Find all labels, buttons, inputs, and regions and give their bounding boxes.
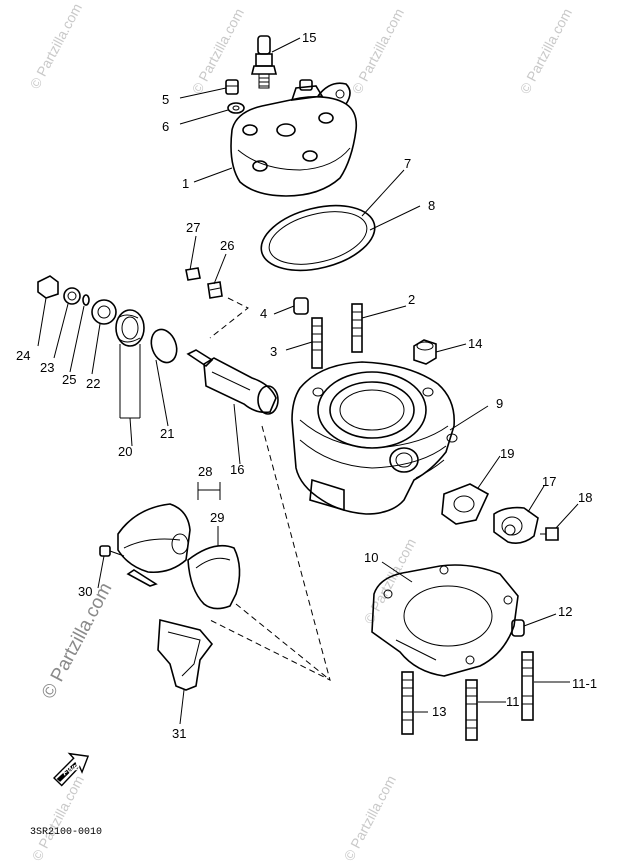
washer-6: [227, 102, 245, 114]
watermark-bottom-mid: © Partzilla.com: [341, 773, 399, 864]
label-15: 15: [302, 30, 316, 45]
sleeve-4: [293, 297, 309, 315]
fitting-26: [207, 281, 223, 299]
label-14: 14: [468, 336, 482, 351]
cap-bolt-5: [225, 79, 239, 95]
dowel-12: [511, 619, 525, 637]
bolt-30: [99, 545, 125, 557]
bearing-22: [91, 299, 117, 325]
label-6: 6: [162, 119, 169, 134]
gasket-29: [187, 544, 241, 610]
stud-2: [351, 303, 363, 353]
label-29: 29: [210, 510, 224, 525]
label-16: 16: [230, 462, 244, 477]
label-26: 26: [220, 238, 234, 253]
guide-31: [157, 618, 214, 691]
o-rings-7-8: [260, 204, 376, 272]
stud-11-1: [521, 651, 534, 721]
label-1: 1: [182, 176, 189, 191]
cap-24: [37, 275, 59, 299]
bolt-18: [540, 527, 559, 541]
label-28: 28: [198, 464, 212, 479]
label-3: 3: [270, 344, 277, 359]
washer-23: [63, 287, 81, 305]
label-22: 22: [86, 376, 100, 391]
assembly-lines: [209, 297, 331, 681]
label-10: 10: [364, 550, 378, 565]
outlet-17: [493, 506, 539, 544]
label-4: 4: [260, 306, 267, 321]
label-5: 5: [162, 92, 169, 107]
o-ring-25: [82, 294, 90, 306]
watermark-top-left: © Partzilla.com: [27, 1, 85, 92]
cylinder-9: [291, 361, 458, 515]
bolt-27: [185, 267, 201, 281]
label-11: 11: [506, 694, 520, 709]
diagram-code: 3SR2100-0010: [30, 827, 102, 838]
fwd-arrow-icon: FWD: [53, 752, 90, 787]
watermark-bottom-left: © Partzilla.com: [29, 773, 87, 864]
nut-14: [413, 339, 437, 365]
cover-28: [117, 503, 191, 587]
label-25: 25: [62, 372, 76, 387]
label-23: 23: [40, 360, 54, 375]
label-9: 9: [496, 396, 503, 411]
cylinder-head-1: [230, 79, 358, 197]
stud-11: [465, 679, 478, 741]
seal-20: [115, 309, 145, 347]
label-21: 21: [160, 426, 174, 441]
label-24: 24: [16, 348, 30, 363]
label-19: 19: [500, 446, 514, 461]
label-2: 2: [408, 292, 415, 307]
watermark-top-right: © Partzilla.com: [349, 6, 407, 97]
stud-13: [401, 671, 414, 735]
label-27: 27: [186, 220, 200, 235]
label-13: 13: [432, 704, 446, 719]
label-7: 7: [404, 156, 411, 171]
label-17: 17: [542, 474, 556, 489]
stud-3: [311, 317, 323, 369]
label-20: 20: [118, 444, 132, 459]
label-8: 8: [428, 198, 435, 213]
spark-plug-15: [250, 35, 278, 89]
o-ring-21: [150, 328, 178, 364]
gasket-19: [441, 483, 490, 525]
label-30: 30: [78, 584, 92, 599]
label-18: 18: [578, 490, 592, 505]
shaft-16: [186, 349, 279, 415]
watermark-top-far-right: © Partzilla.com: [517, 6, 575, 97]
label-31: 31: [172, 726, 186, 741]
part-labels: 15 5 6 1 7 8 27 26 4 2 3 14 24 23 25 22 …: [16, 30, 597, 741]
watermarks: © Partzilla.com © Partzilla.com © Partzi…: [27, 1, 575, 864]
leader-lines: [37, 37, 579, 725]
label-11-1: 11-1: [572, 676, 597, 691]
label-12: 12: [558, 604, 572, 619]
